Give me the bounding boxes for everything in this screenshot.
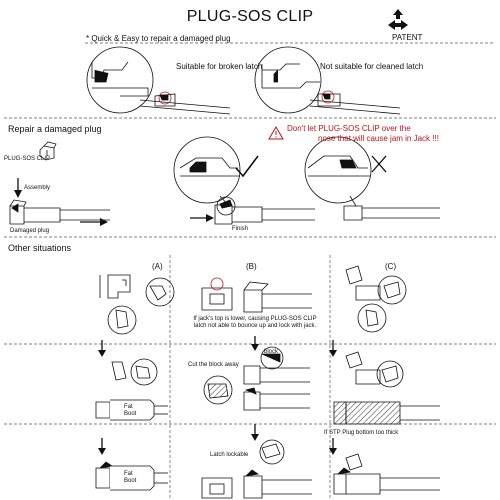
warning-line-2: nose that will cause jam in Jack !!! [318, 134, 439, 143]
suitable-latch-illustration [86, 46, 231, 115]
damaged-plug-illustration [9, 199, 110, 225]
next-arrow [80, 218, 108, 226]
column-b-label: (B) [246, 262, 257, 271]
column-a-label: (A) [152, 262, 163, 271]
fat-boot-plug-illustration [95, 358, 168, 421]
cut-block-label: Cut the block away [188, 362, 239, 368]
suitable-label: Suitable for broken latch [176, 62, 263, 71]
warning-triangle-icon [268, 126, 284, 140]
patent-label: PATENT [392, 33, 423, 42]
warning-line-1: Don't let PLUG-SOS CLIP over the [287, 124, 411, 133]
clip-label: PLUG-SOS CLIP [4, 156, 51, 162]
fat-boot-plug-illustration [95, 461, 168, 491]
down-arrow [329, 438, 337, 455]
fat-boot-label-3: Fat [124, 471, 133, 477]
latch-lockable-label: Latch lockable [210, 452, 249, 458]
other-situations-heading: Other situations [8, 243, 72, 253]
fat-boot-label-1: Fat [124, 404, 133, 410]
next-arrow [190, 214, 214, 222]
checkmark-icon [235, 155, 259, 178]
latch-lockable-illustration [201, 439, 312, 499]
fat-boot-label-4: Boot [124, 478, 137, 484]
jack-a-illustration [99, 274, 175, 335]
not-suitable-latch-illustration [254, 46, 401, 115]
assembly-arrow [14, 178, 22, 198]
correct-position-illustration [173, 136, 241, 206]
repair-heading: Repair a damaged plug [8, 124, 102, 134]
down-arrow [251, 424, 259, 441]
finished-plug-illustration [214, 196, 315, 225]
b-note-line-2: latch not able to bounce up and lock wit… [193, 323, 317, 329]
wrong-position-illustration [304, 136, 440, 221]
not-suitable-label: Not suitable for cleaned latch [320, 62, 424, 71]
jack-c-illustration [345, 265, 407, 333]
stp-plug-result-illustration [333, 453, 440, 495]
jack-b-illustration [201, 277, 312, 313]
damaged-plug-label: Damaged plug [10, 228, 50, 234]
cross-icon [371, 155, 387, 173]
assembly-label: Assembly [24, 185, 51, 191]
down-arrow [98, 438, 106, 455]
down-arrow [251, 336, 259, 351]
page-title: PLUG-SOS CLIP [186, 8, 314, 25]
clip-part-illustration [39, 141, 57, 161]
cut-block-illustration [203, 346, 310, 411]
down-arrow [98, 340, 106, 357]
stp-note-label: If STP Plug bottom too thick [324, 430, 399, 436]
stp-plug-illustration [333, 351, 440, 425]
fat-boot-label-2: Boot [124, 411, 137, 417]
finish-label: Finish [232, 226, 249, 232]
column-c-label: (C) [385, 262, 397, 271]
b-note-line-1: If jack's top is lower, causing PLUG-SOS… [193, 316, 317, 322]
tagline: * Quick & Easy to repair a damaged plug [86, 34, 231, 43]
down-arrow [329, 340, 337, 357]
arrows-logo-icon [388, 9, 408, 30]
block-label: block [264, 349, 279, 355]
